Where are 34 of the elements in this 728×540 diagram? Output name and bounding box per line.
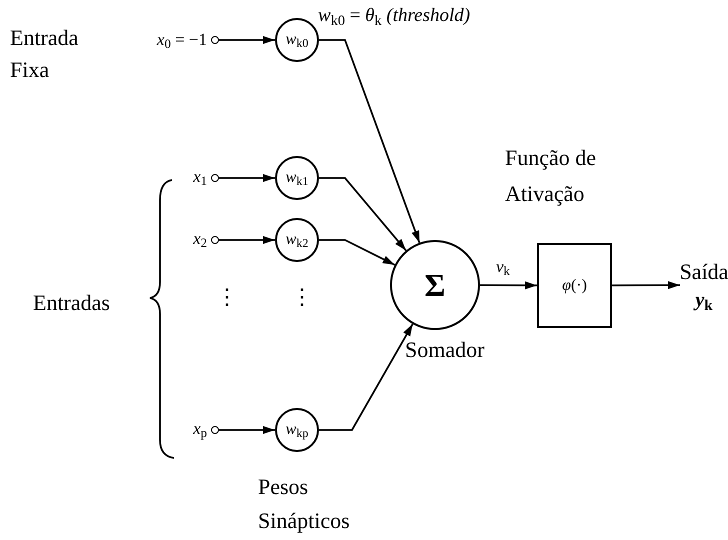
arrow	[319, 177, 407, 252]
input-label: x$_{p}$	[192, 418, 207, 442]
node-symbol: w$_{k1}$	[286, 170, 308, 186]
ellipsis: ⋮	[216, 283, 230, 311]
node-caption: Somador	[405, 336, 486, 364]
input-terminal	[211, 426, 219, 434]
node-symbol: w$_{k2}$	[286, 232, 308, 248]
node-symbol: Σ	[424, 269, 446, 301]
group-label: Entradas	[33, 289, 111, 317]
output-caption: Saída	[680, 258, 728, 286]
node-symbol: w$_{k0}$	[286, 32, 308, 48]
arrow	[219, 36, 275, 44]
ellipsis: ⋮	[291, 283, 305, 311]
arrow	[219, 426, 275, 434]
input-label: x$_{0}$ = −1	[156, 29, 207, 52]
arrow	[612, 281, 680, 290]
node-caption: Função de Ativação	[505, 144, 598, 208]
input-label: x$_{2}$	[192, 228, 207, 252]
activation-box	[537, 243, 612, 328]
input-terminal	[211, 36, 219, 44]
node-symbol: φ(·)	[562, 278, 587, 294]
arrow	[319, 239, 396, 266]
arrow	[319, 324, 414, 431]
arrow	[480, 281, 537, 290]
threshold-note: w$_{k0}$ = θ$_{k}$ (threshold)	[318, 4, 472, 30]
arrow	[219, 236, 275, 244]
input-label: x$_{1}$	[192, 166, 207, 190]
input-terminal	[211, 236, 219, 244]
arrow	[219, 174, 275, 182]
input-terminal	[211, 174, 219, 182]
node-symbol: w$_{kp}$	[286, 422, 308, 438]
group-label: Entrada Fixa	[10, 24, 80, 84]
group-label: Pesos Sinápticos	[258, 473, 351, 535]
output-symbol: y$_{k}$	[695, 288, 713, 313]
